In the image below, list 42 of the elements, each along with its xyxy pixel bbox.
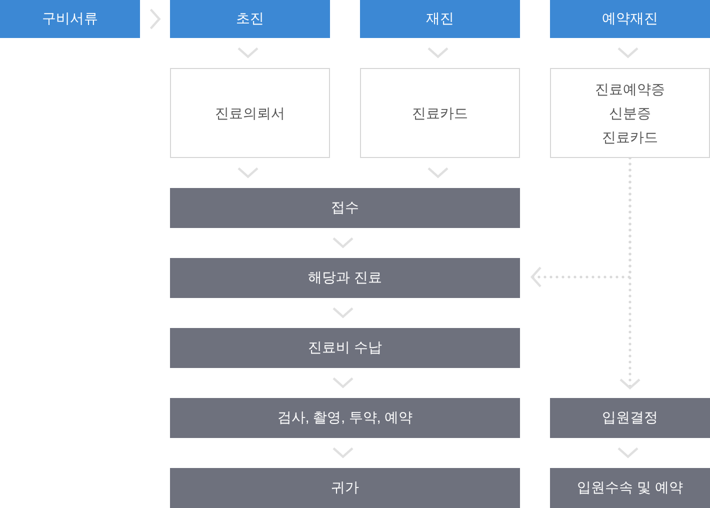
step-box bbox=[170, 258, 520, 298]
tab-label: 초진 bbox=[236, 10, 264, 28]
chevron-arrow bbox=[332, 377, 354, 388]
document-label: 진료의뢰서 bbox=[215, 104, 285, 123]
document-box bbox=[550, 68, 710, 158]
category-tab bbox=[0, 0, 140, 38]
step-label: 귀가 bbox=[331, 479, 359, 497]
tab-label: 재진 bbox=[426, 10, 454, 28]
chevron-arrow bbox=[427, 47, 449, 58]
step-box bbox=[170, 188, 520, 228]
chevron-arrow bbox=[617, 447, 639, 458]
chevron-arrow bbox=[332, 307, 354, 318]
step-label: 접수 bbox=[331, 199, 359, 217]
step-box bbox=[170, 328, 520, 368]
category-tab bbox=[170, 0, 330, 38]
chevron-arrow bbox=[617, 47, 639, 58]
step-box bbox=[550, 398, 710, 438]
chevron-arrow bbox=[150, 8, 160, 30]
category-tab bbox=[360, 0, 520, 38]
dotted-arrow bbox=[619, 156, 641, 390]
step-label: 해당과 진료 bbox=[308, 269, 382, 287]
chevron-arrow bbox=[427, 167, 449, 178]
step-label: 검사, 촬영, 투약, 예약 bbox=[277, 409, 413, 427]
chevron-arrow bbox=[237, 167, 259, 178]
step-box bbox=[170, 398, 520, 438]
step-label: 진료비 수납 bbox=[308, 339, 382, 357]
document-label: 진료카드 bbox=[412, 104, 468, 123]
step-box bbox=[170, 468, 520, 508]
document-label: 신분증 bbox=[609, 104, 651, 123]
document-box bbox=[170, 68, 330, 158]
step-box bbox=[550, 468, 710, 508]
step-label: 입원결정 bbox=[602, 409, 658, 427]
chevron-arrow bbox=[332, 237, 354, 248]
document-box bbox=[360, 68, 520, 158]
category-tab bbox=[550, 0, 710, 38]
document-label: 진료예약증 bbox=[595, 80, 665, 99]
chevron-arrow bbox=[237, 47, 259, 58]
tab-label: 예약재진 bbox=[602, 10, 658, 28]
document-label: 진료카드 bbox=[602, 128, 658, 147]
step-label: 입원수속 및 예약 bbox=[577, 479, 683, 497]
chevron-arrow bbox=[332, 447, 354, 458]
tab-label: 구비서류 bbox=[42, 10, 98, 28]
